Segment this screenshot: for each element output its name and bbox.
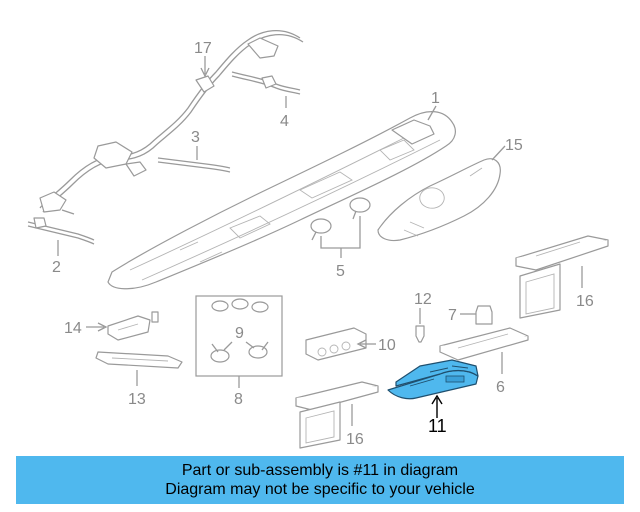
info-banner: Part or sub-assembly is #11 in diagram D… <box>16 456 624 504</box>
callout-5: 5 <box>336 263 345 280</box>
callout-3: 3 <box>191 129 200 146</box>
part-17-wiring-harness[interactable] <box>39 30 304 215</box>
callout-4: 4 <box>280 113 289 130</box>
leader-9 <box>223 341 255 351</box>
part-12-clip[interactable] <box>415 325 425 343</box>
part-3-harness[interactable] <box>157 157 231 173</box>
callout-16b: 16 <box>346 431 364 448</box>
part-7-bracket[interactable] <box>475 305 493 325</box>
part-5-fasteners[interactable] <box>310 197 371 241</box>
part-15-trim-panel[interactable] <box>377 158 501 242</box>
banner-line-1: Part or sub-assembly is #11 in diagram <box>181 462 459 479</box>
leader-1 <box>427 105 437 121</box>
arrow-10 <box>356 339 367 349</box>
arrow-14 <box>97 322 108 332</box>
part-16-video-screen-upper[interactable] <box>515 235 609 319</box>
arrow-11 <box>431 394 443 405</box>
part-2-harness[interactable] <box>27 217 95 245</box>
callout-6: 6 <box>496 379 505 396</box>
part-11-highlighted[interactable] <box>387 359 479 400</box>
arrow-17 <box>200 67 210 78</box>
parts-diagram: 17 4 3 2 1 15 <box>27 30 609 449</box>
callout-11: 11 <box>428 416 447 436</box>
callout-16a: 16 <box>576 293 594 310</box>
leader-15 <box>491 145 506 161</box>
part-6-console-housing[interactable] <box>439 327 529 361</box>
callout-2: 2 <box>52 259 61 276</box>
callout-7: 7 <box>448 307 457 324</box>
banner-line-2: Diagram may not be specific to your vehi… <box>165 481 475 498</box>
part-1-overhead-console[interactable] <box>107 111 456 290</box>
callout-14: 14 <box>64 320 82 337</box>
part-14-lamp-housing[interactable] <box>107 311 159 341</box>
callout-15: 15 <box>505 137 523 154</box>
callout-10: 10 <box>378 337 396 354</box>
callout-12: 12 <box>414 291 432 308</box>
callout-17: 17 <box>194 40 212 57</box>
part-9-lamps[interactable] <box>210 298 269 363</box>
part-13-trim-strip[interactable] <box>95 351 183 369</box>
callout-8: 8 <box>234 391 243 408</box>
part-4-harness[interactable] <box>231 71 301 95</box>
part-16-video-screen-lower[interactable] <box>295 381 379 449</box>
callout-9: 9 <box>235 325 244 342</box>
callout-13: 13 <box>128 391 146 408</box>
callout-1: 1 <box>431 90 440 107</box>
